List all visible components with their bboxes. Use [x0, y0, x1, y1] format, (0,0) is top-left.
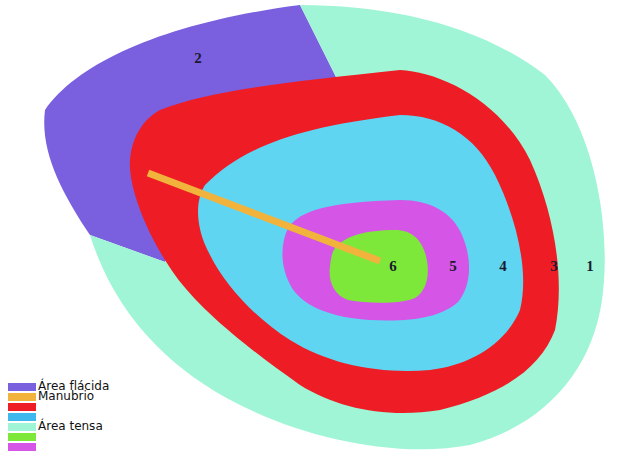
legend-swatch [8, 433, 36, 441]
legend-text: Área tensa [38, 419, 103, 433]
umbo-zone-fill [330, 230, 428, 303]
legend-swatch [8, 383, 36, 391]
legend-text: Manubrio [38, 389, 94, 403]
umbo-zone: 6 [325, 225, 435, 305]
legend-swatch [8, 403, 36, 411]
blue-zone: 4 5 6 [185, 110, 535, 375]
umbo-zone-outline [325, 225, 435, 305]
zone-number: 4 [499, 259, 507, 274]
zone-number: 2 [194, 51, 202, 66]
zone-number: 6 [389, 259, 397, 274]
zone-number: 1 [586, 259, 594, 274]
zone-number: 5 [449, 259, 457, 274]
legend-swatch [8, 413, 36, 421]
legend-swatch [8, 443, 36, 451]
zone-number: 3 [550, 259, 558, 274]
manubrium-line [148, 173, 380, 261]
tense-area-outer: 1 3 4 5 6 [85, 3, 607, 453]
legend-swatch [8, 393, 36, 401]
red-zone: 3 4 5 6 [125, 65, 565, 415]
legend-swatch [8, 423, 36, 431]
tense-area-outer-fill [90, 5, 605, 449]
blue-zone-fill [198, 115, 523, 371]
red-zone-fill [130, 70, 559, 413]
